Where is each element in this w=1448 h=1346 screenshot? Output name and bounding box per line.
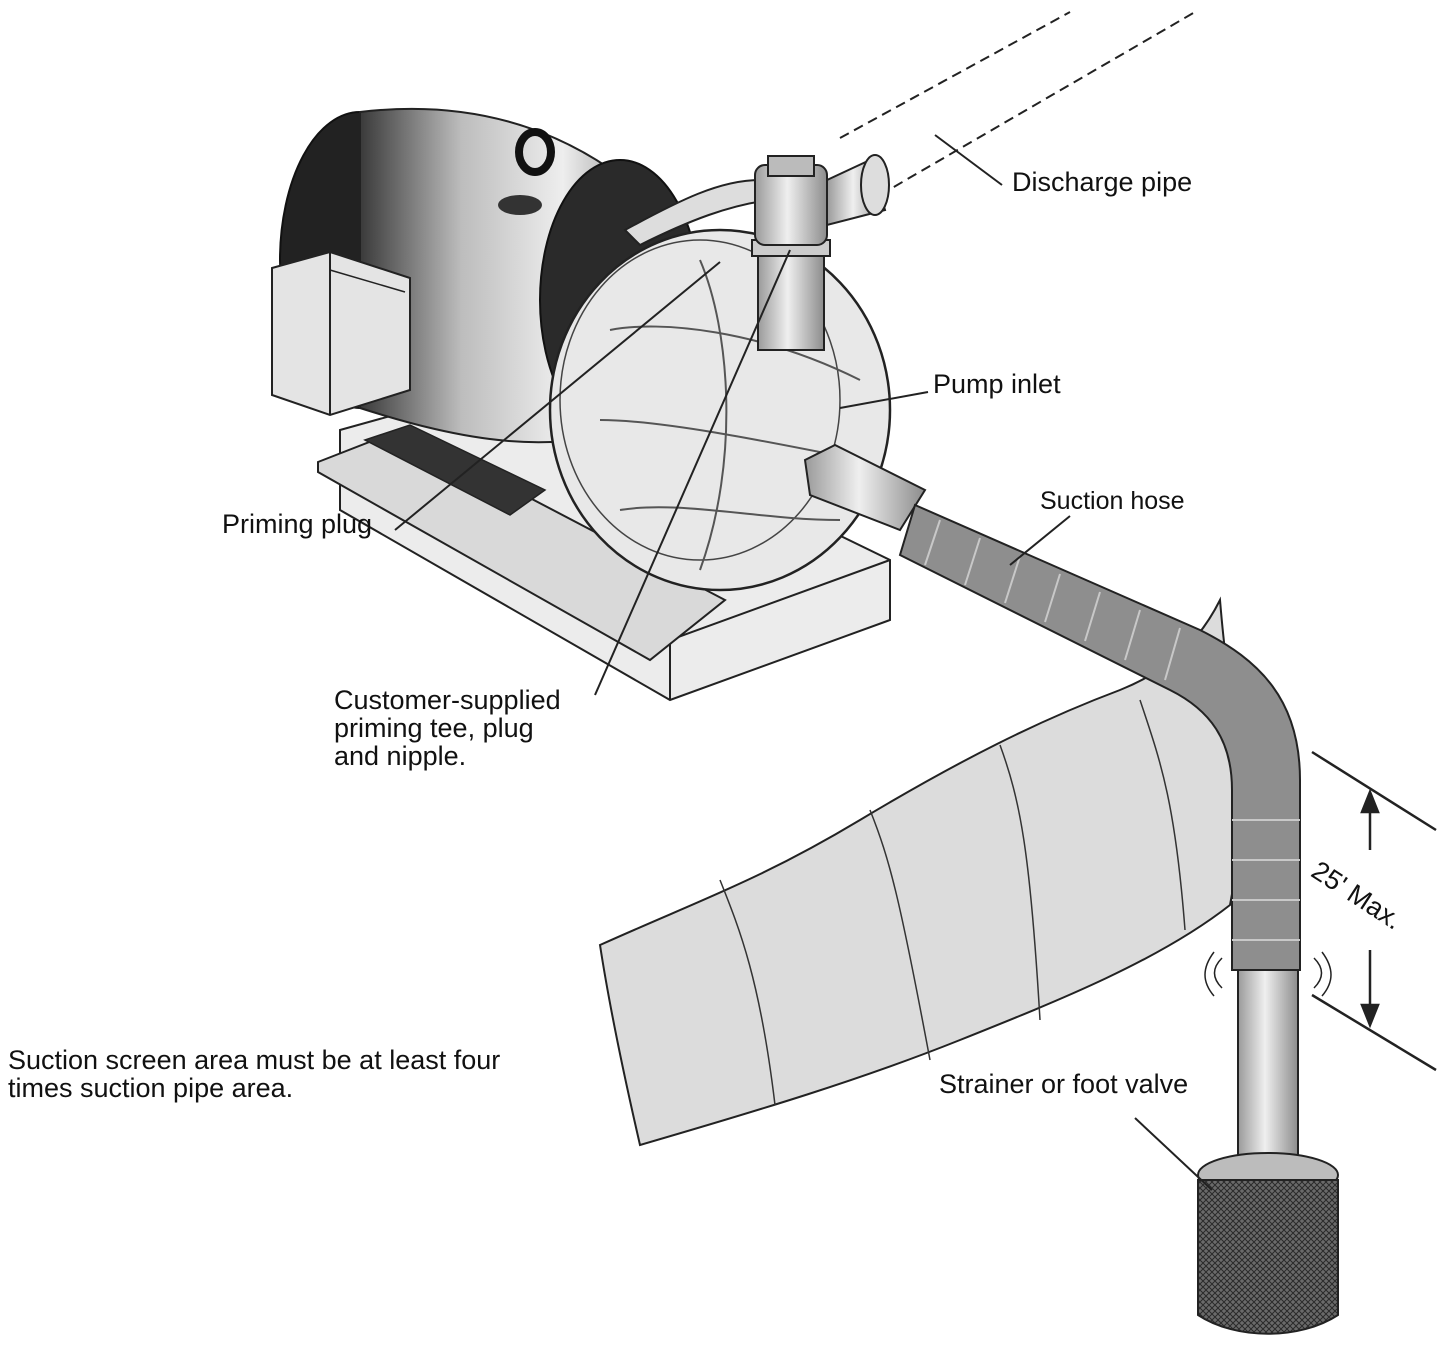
- entry-ripples: [1204, 951, 1332, 997]
- inlet-leader-line: [839, 391, 929, 409]
- strainer-label: Strainer or foot valve: [939, 1069, 1189, 1099]
- priming-plug-leader-line: [394, 261, 721, 531]
- discharge-pipe-label: Discharge pipe: [1012, 167, 1193, 197]
- discharge-pipe-outline: [839, 11, 1196, 196]
- hose-leader-line: [1009, 515, 1071, 566]
- pump-inlet-label: Pump inlet: [933, 369, 1061, 399]
- junction-box: [271, 250, 411, 417]
- water-ripples: [719, 699, 1186, 1106]
- lift-dimension: [1311, 750, 1437, 1072]
- priming-plug-label: Priming plug: [222, 509, 373, 539]
- suction-hose: [898, 503, 1301, 971]
- suction-hose-label: Suction hose: [1040, 487, 1185, 515]
- suction-screen-note: Suction screen area must be at least fou…: [8, 1046, 500, 1102]
- lifting-eye: [515, 128, 555, 176]
- discharge-leader-line: [934, 134, 1003, 186]
- customer-supplied-line-1: Customer-supplied: [334, 685, 561, 715]
- hose-corrugations: [924, 519, 1300, 941]
- casing-ribs: [599, 259, 861, 571]
- suction-screen-note-line-1: Suction screen area must be at least fou…: [8, 1045, 501, 1075]
- customer-supplied-line-2: priming tee, plug: [334, 713, 534, 743]
- suction-pipe: [1237, 969, 1299, 1171]
- customer-supplied-line-3: and nipple.: [334, 741, 467, 771]
- suction-screen-note-line-2: times suction pipe area.: [8, 1073, 294, 1103]
- strainer-leader-line: [1134, 1117, 1213, 1191]
- priming-tee-leader-line: [594, 249, 791, 696]
- customer-supplied-label: Customer-supplied priming tee, plug and …: [334, 686, 561, 770]
- tee-plug: [767, 155, 815, 177]
- strainer-screen: [1197, 1179, 1339, 1335]
